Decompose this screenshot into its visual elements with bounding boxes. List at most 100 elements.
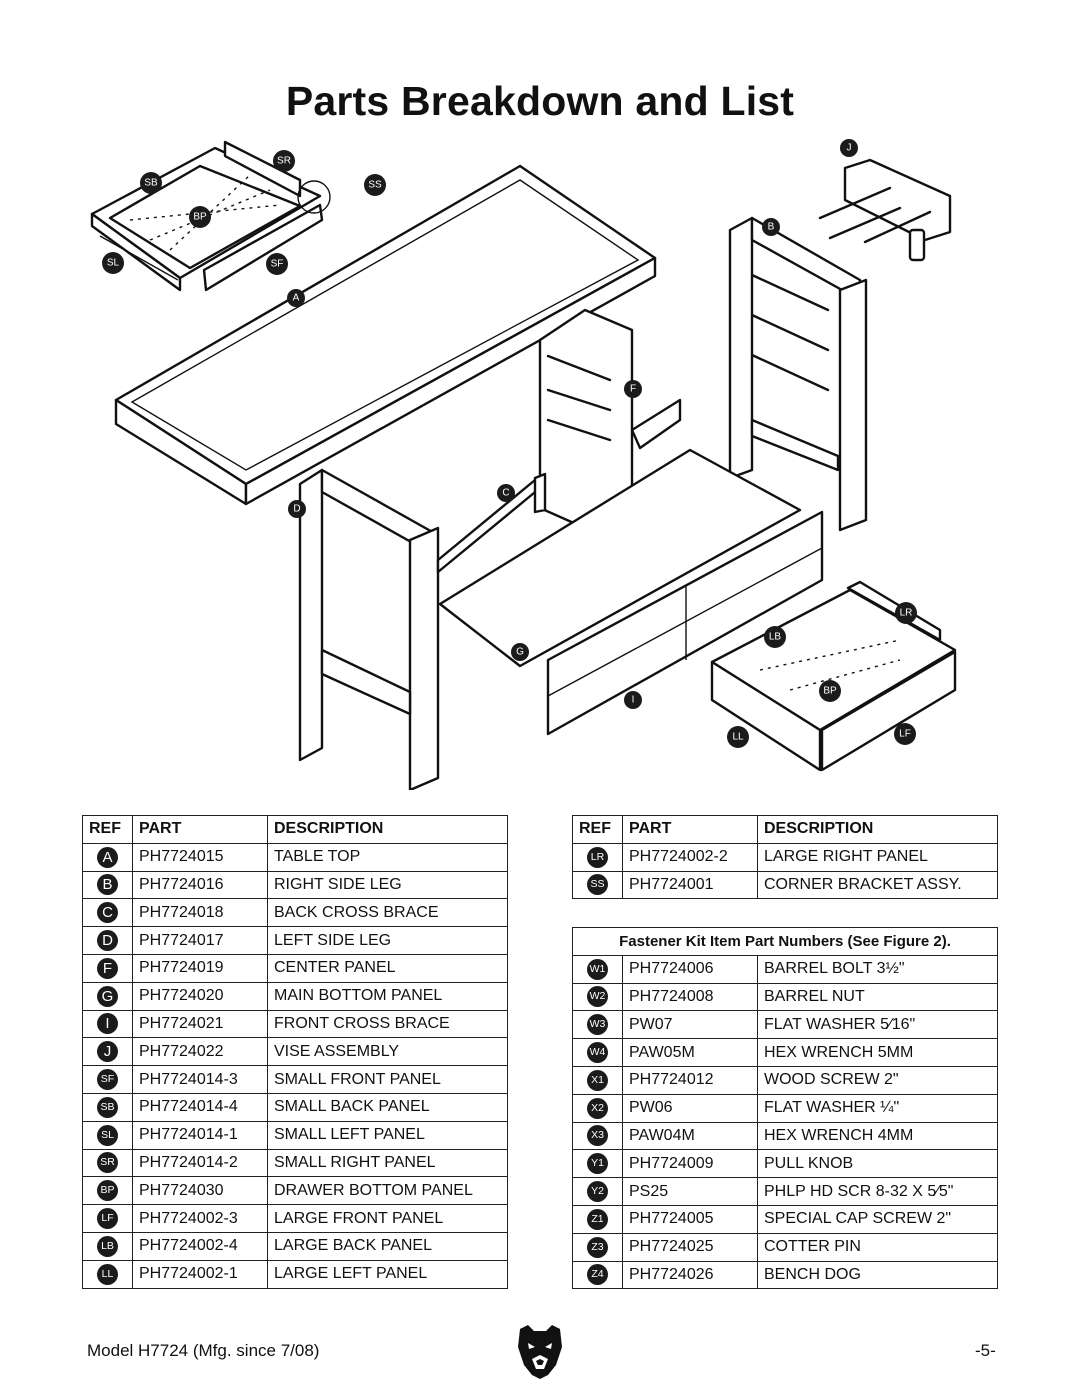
svg-text:BP: BP <box>193 212 207 223</box>
description-cell: VISE ASSEMBLY <box>267 1037 508 1067</box>
ref-cell: Y2 <box>572 1177 623 1206</box>
part-number-cell: PH7724002-3 <box>132 1204 268 1233</box>
ref-cell: B <box>82 870 133 900</box>
footer-model: Model H7724 (Mfg. since 7/08) <box>87 1341 320 1360</box>
svg-text:D: D <box>293 504 300 515</box>
part-number-cell: PH7724002-4 <box>132 1231 268 1261</box>
header-ref: REF <box>82 815 133 844</box>
description-cell: LARGE FRONT PANEL <box>267 1204 508 1233</box>
header-description: DESCRIPTION <box>267 815 508 844</box>
svg-text:J: J <box>847 143 852 154</box>
callout-ll: LL <box>727 726 749 748</box>
callout-sb: SB <box>140 172 162 194</box>
ref-badge: SL <box>97 1124 118 1146</box>
ref-cell: X3 <box>572 1121 623 1151</box>
page-number: -5- <box>975 1341 996 1360</box>
ref-cell: LF <box>82 1204 133 1233</box>
description-cell: HEX WRENCH 5MM <box>757 1038 998 1067</box>
part-number-cell: PH7724009 <box>622 1149 758 1179</box>
callout-ss: SS <box>364 174 386 196</box>
svg-text:SS: SS <box>368 180 382 191</box>
fastener-kit-table: Fastener Kit Item Part Numbers (See Figu… <box>572 927 998 1290</box>
description-cell: FRONT CROSS BRACE <box>267 1009 508 1039</box>
callout-b: B <box>762 218 780 236</box>
description-cell: LEFT SIDE LEG <box>267 926 508 955</box>
ref-badge: I <box>97 1013 118 1035</box>
ref-badge: Z4 <box>587 1264 608 1286</box>
ref-cell: X1 <box>572 1065 623 1095</box>
part-number-cell: PH7724022 <box>132 1037 268 1067</box>
ref-badge: J <box>97 1041 118 1063</box>
part-number-cell: PAW04M <box>622 1121 758 1151</box>
main-bottom-panel-drawing <box>438 448 802 668</box>
part-number-cell: PH7724012 <box>622 1065 758 1095</box>
ref-badge: SF <box>97 1069 118 1091</box>
description-cell: SMALL LEFT PANEL <box>267 1120 508 1150</box>
ref-cell: F <box>82 953 133 983</box>
description-cell: PHLP HD SCR 8-32 X 5⁄5" <box>757 1177 998 1206</box>
svg-text:LR: LR <box>900 608 913 619</box>
description-cell: HEX WRENCH 4MM <box>757 1121 998 1151</box>
ref-cell: Y1 <box>572 1149 623 1179</box>
vise-drawing <box>818 158 952 262</box>
part-number-cell: PH7724014-1 <box>132 1120 268 1150</box>
ref-cell: W3 <box>572 1010 623 1040</box>
fastener-kit-header-row: Fastener Kit Item Part Numbers (See Figu… <box>572 927 998 956</box>
header-part: PART <box>622 815 758 844</box>
page-title: Parts Breakdown and List <box>285 78 795 124</box>
ref-badge: X1 <box>587 1069 608 1091</box>
description-cell: CORNER BRACKET ASSY. <box>757 870 998 900</box>
svg-text:SB: SB <box>144 178 158 189</box>
ref-cell: W2 <box>572 982 623 1012</box>
description-cell: SMALL FRONT PANEL <box>267 1065 508 1094</box>
ref-badge: X3 <box>587 1125 608 1147</box>
svg-text:LF: LF <box>899 729 911 740</box>
ref-badge: G <box>97 985 118 1007</box>
ref-badge: Z3 <box>587 1236 608 1258</box>
callout-lf: LF <box>894 723 916 745</box>
ref-badge: W4 <box>587 1042 608 1064</box>
svg-text:BP: BP <box>823 686 837 697</box>
ref-cell: X2 <box>572 1093 623 1123</box>
ref-cell: LR <box>572 842 623 872</box>
part-number-cell: PW06 <box>622 1093 758 1123</box>
ref-badge: F <box>97 957 118 979</box>
ref-cell: Z1 <box>572 1204 623 1234</box>
svg-text:SL: SL <box>107 258 120 269</box>
bear-logo-icon <box>518 1325 562 1379</box>
callout-bp-large: BP <box>819 680 841 702</box>
part-number-cell: PH7724019 <box>132 953 268 983</box>
ref-cell: SL <box>82 1120 133 1150</box>
ref-badge: SS <box>587 874 608 896</box>
description-cell: LARGE RIGHT PANEL <box>757 842 998 872</box>
ref-badge: C <box>97 902 118 924</box>
description-cell: TABLE TOP <box>267 842 508 872</box>
description-cell: DRAWER BOTTOM PANEL <box>267 1176 508 1206</box>
callout-sf: SF <box>266 253 288 275</box>
ref-cell: A <box>82 842 133 872</box>
header-description: DESCRIPTION <box>757 815 998 844</box>
svg-text:SR: SR <box>277 156 291 167</box>
part-number-cell: PH7724021 <box>132 1009 268 1039</box>
front-cross-brace-drawing <box>546 510 824 736</box>
ref-badge: W1 <box>587 958 608 980</box>
ref-badge: W3 <box>587 1014 608 1036</box>
ref-badge: A <box>97 846 118 868</box>
description-cell: LARGE LEFT PANEL <box>267 1259 508 1289</box>
svg-text:A: A <box>293 293 300 304</box>
callout-sl: SL <box>102 252 124 274</box>
ref-badge: X2 <box>587 1097 608 1119</box>
